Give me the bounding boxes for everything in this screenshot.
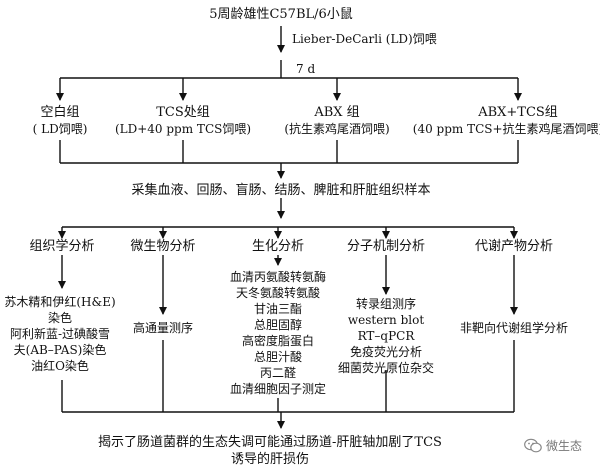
- group-blank-name: 空白组: [40, 105, 80, 120]
- molecular-item: RT–qPCR: [357, 329, 415, 343]
- wechat-icon: [524, 438, 542, 452]
- analysis-biochemical: 生化分析: [251, 239, 305, 254]
- biochemical-item: 总胆汁酸: [253, 350, 303, 364]
- group-abx-detail: (抗生素鸡尾酒饲喂): [284, 122, 390, 136]
- histology-item: 夫(AB–PAS)染色: [13, 343, 107, 357]
- histology-item: 油红O染色: [31, 359, 89, 373]
- histology-item: 阿利新蓝-过碘酸雪: [9, 327, 111, 341]
- biochemical-item: 血清细胞因子测定: [229, 382, 327, 396]
- conclusion-line: 揭示了肠道菌群的生态失调可能通过肠道-肝脏轴加剧了TCS: [98, 435, 442, 450]
- watermark: 微生态: [524, 437, 582, 454]
- microbial-item: 高通量测序: [132, 321, 194, 335]
- molecular-item: western blot: [347, 313, 425, 327]
- molecular-item: 免疫荧光分析: [349, 345, 423, 359]
- group-abx-tcs-name: ABX+TCS组: [478, 105, 558, 120]
- diet-label: Lieber-DeCarli (LD)饲喂: [292, 32, 437, 46]
- watermark-text: 微生态: [545, 439, 582, 453]
- biochemical-item: 丙二醛: [259, 366, 297, 380]
- group-blank-detail: ( LD饲喂): [32, 122, 88, 136]
- conclusion-line: 诱导的肝损伤: [230, 452, 310, 467]
- biochemical-item: 甘油三酯: [253, 302, 303, 316]
- group-tcs-detail: (LD+40 ppm TCS饲喂): [114, 122, 252, 136]
- molecular-item: 细菌荧光原位杂交: [337, 361, 435, 375]
- molecular-item: 转录组测序: [355, 297, 417, 311]
- subject-label: 5周龄雄性C57BL/6小鼠: [209, 7, 353, 22]
- group-abx-tcs-detail: (40 ppm TCS+抗生素鸡尾酒饲喂): [412, 122, 600, 136]
- group-tcs-name: TCS处组: [156, 105, 210, 120]
- analysis-histology: 组织学分析: [29, 239, 95, 254]
- analysis-metabolite: 代谢产物分析: [474, 239, 554, 254]
- analysis-molecular: 分子机制分析: [346, 239, 426, 254]
- duration-label: 7 d: [296, 62, 316, 76]
- biochemical-item: 总胆固醇: [253, 318, 303, 332]
- analysis-microbial: 微生物分析: [130, 239, 196, 254]
- sample-collection-label: 采集血液、回肠、盲肠、结肠、脾脏和肝脏组织样本: [131, 183, 431, 198]
- group-abx-name: ABX 组: [314, 105, 360, 120]
- histology-item: 苏木精和伊红(H&E): [4, 295, 116, 309]
- metabolite-item: 非靶向代谢组学分析: [459, 321, 569, 335]
- biochemical-item: 高密度脂蛋白: [241, 334, 315, 348]
- histology-item: 染色: [47, 311, 73, 325]
- biochemical-item: 血清丙氨酸转氨酶: [229, 270, 327, 284]
- biochemical-item: 天冬氨酸转氨酸: [235, 286, 321, 300]
